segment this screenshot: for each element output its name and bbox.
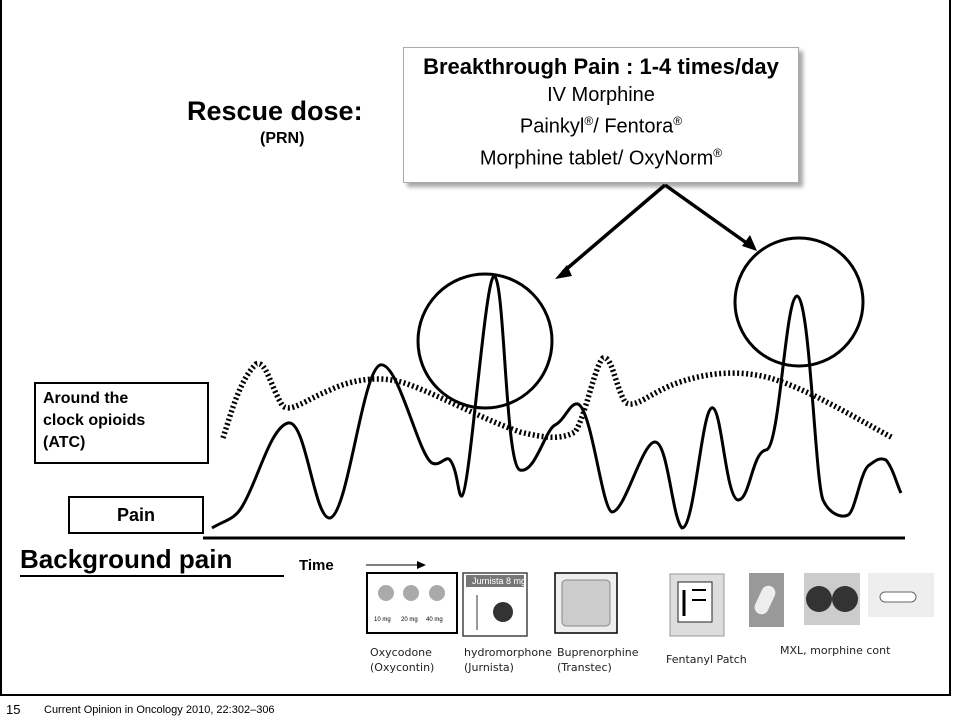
pain-label-box: Pain <box>68 496 204 534</box>
drug-label-oxycodone: Oxycodone(Oxycontin) <box>370 645 434 675</box>
drug-label-hydromorphone: hydromorphone(Jurnista) <box>464 645 552 675</box>
arrow-line-1 <box>563 185 665 272</box>
fentanyl-patch-image <box>670 574 724 636</box>
atc-label-box: Around the clock opioids (ATC) <box>34 382 209 464</box>
citation: Current Opinion in Oncology 2010, 22:302… <box>44 704 275 716</box>
drug-label-mxl: MXL, morphine cont <box>780 643 890 658</box>
oxycodone-dose-40: 40 mg <box>426 617 443 623</box>
pain-wave <box>212 276 901 528</box>
arrow-line-2 <box>665 185 748 244</box>
oxycodone-image <box>367 573 457 633</box>
callout-line-2: Painkyl®/ Fentora® <box>404 108 798 140</box>
breakthrough-callout: Breakthrough Pain : 1-4 times/day IV Mor… <box>403 47 799 183</box>
morphine-ampoule-image <box>868 573 934 617</box>
page-number: 15 <box>6 702 20 717</box>
morphine-tablets-image <box>804 573 860 625</box>
transtec-image <box>555 573 617 633</box>
time-label: Time <box>299 557 334 574</box>
mxl-capsule-image <box>749 573 784 627</box>
background-pain-underline <box>20 575 284 577</box>
background-pain-label: Background pain <box>20 544 232 575</box>
arrow-head-2 <box>742 235 757 251</box>
drug-label-fentanyl: Fentanyl Patch <box>666 652 747 667</box>
callout-line-3: Morphine tablet/ OxyNorm® <box>404 140 798 172</box>
callout-title: Breakthrough Pain : 1-4 times/day <box>404 52 798 82</box>
jurnista-header-text: Jurnista 8 mg <box>472 576 526 586</box>
oxycodone-dose-10: 10 mg <box>374 617 391 623</box>
time-arrow-head <box>417 561 426 569</box>
drug-label-buprenorphine: Buprenorphine(Transtec) <box>557 645 639 675</box>
rescue-dose-title: Rescue dose: <box>187 96 363 127</box>
callout-line-1: IV Morphine <box>404 82 798 108</box>
breakthrough-circle-2 <box>735 238 863 366</box>
rescue-dose-subtitle: (PRN) <box>260 130 304 148</box>
oxycodone-dose-20: 20 mg <box>401 617 418 623</box>
breakthrough-circle-1 <box>418 274 552 408</box>
atc-level-curve <box>223 358 893 438</box>
